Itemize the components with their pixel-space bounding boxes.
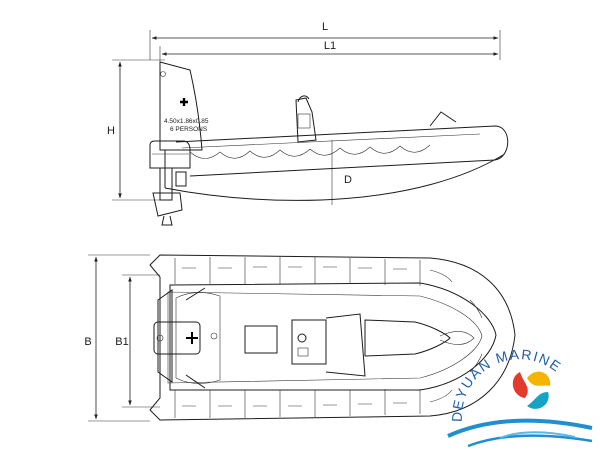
dimension-h: H — [107, 59, 165, 201]
bow-rail — [429, 111, 457, 127]
label-l: L — [322, 21, 328, 33]
top-view: B B1 — [84, 254, 516, 422]
console-seat — [295, 97, 317, 143]
dimension-l1: L1 — [159, 40, 499, 66]
top-outer-tube — [149, 254, 516, 421]
cross-icon — [180, 98, 188, 106]
pinwheel-icon — [512, 371, 551, 409]
deck — [167, 291, 483, 384]
label-d: D — [344, 174, 352, 186]
side-view: L L1 H 4.50x1.86x0.85 6 PERSONS — [107, 21, 509, 226]
dimension-l: L — [149, 21, 501, 60]
label-b1: B1 — [115, 336, 128, 348]
side-hull — [164, 154, 504, 201]
side-tube — [175, 125, 509, 177]
dimension-b1: B1 — [115, 274, 160, 408]
bow-locker — [325, 313, 366, 377]
transom-arch — [159, 61, 203, 151]
label-l1: L1 — [324, 40, 336, 52]
stern-seat — [157, 289, 173, 383]
top-inner-tube — [169, 282, 497, 391]
label-h: H — [107, 125, 115, 137]
steering-wheel-icon — [297, 333, 307, 343]
outboard-motor — [149, 140, 191, 226]
bow-locker-lid — [364, 319, 451, 357]
wave-icon — [447, 418, 593, 438]
capacity-plate-line1: 4.50x1.86x0.85 — [164, 118, 209, 125]
dimension-b: B — [84, 254, 150, 422]
deyuan-marine-logo: DEYUAN MARINE — [445, 346, 593, 450]
outboard-top — [153, 321, 201, 355]
helm-console — [291, 319, 327, 365]
console-box — [244, 325, 278, 354]
grab-line — [189, 144, 431, 159]
label-b: B — [84, 336, 91, 348]
capacity-plate-line2: 6 PERSONS — [170, 126, 208, 133]
